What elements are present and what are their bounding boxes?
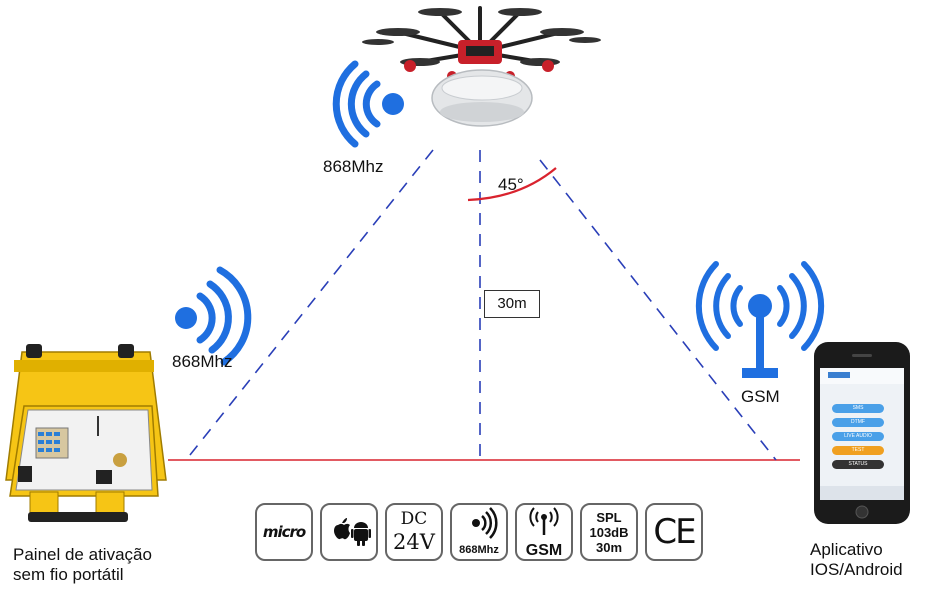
cone-left-line (185, 149, 434, 461)
spl-badge: SPL 103dB 30m (580, 503, 638, 561)
ios-android-badge (320, 503, 378, 561)
phone-button-test[interactable]: TEST (832, 446, 884, 455)
phone-screen: SMS DTMF LIVE AUDIO TEST STATUS (822, 392, 906, 486)
freq-badge-text: 868Mhz (459, 544, 499, 556)
phone-button-live-audio[interactable]: LIVE AUDIO (832, 432, 884, 441)
apple-android-icon (334, 518, 371, 546)
dc-badge: DC 24V (385, 503, 443, 561)
spl-badge-line-2: 103dB (589, 525, 629, 540)
drone-frequency-label: 868Mhz (323, 157, 384, 176)
drone-illustration (362, 6, 601, 127)
ce-badge: CE (645, 503, 703, 561)
phone-button-dtmf[interactable]: DTMF (832, 418, 884, 427)
panel-caption: Painel de ativação sem fio portátil (13, 545, 152, 585)
cone-right-line (539, 159, 777, 461)
angle-arc (467, 167, 557, 202)
app-caption-line-2: IOS/Android (810, 560, 903, 579)
microsd-badge: micro SD (255, 503, 313, 561)
gsm-badge: GSM (515, 503, 573, 561)
dc-badge-bottom: 24V (393, 530, 435, 554)
gsm-antenna-icon (695, 261, 825, 378)
panel-signal-icon (175, 266, 252, 366)
drone-signal-icon (332, 60, 404, 148)
ce-mark-icon: CE (653, 512, 696, 552)
panel-frequency-label: 868Mhz (172, 352, 233, 371)
wireless-icon (472, 507, 498, 539)
dc-badge-top: DC (400, 509, 428, 529)
height-label: 30m (484, 290, 540, 318)
phone-button-sms[interactable]: SMS (832, 404, 884, 413)
phone-button-status[interactable]: STATUS (832, 460, 884, 469)
gsm-badge-text: GSM (525, 542, 563, 559)
app-caption-line-1: Aplicativo (810, 540, 883, 559)
gsm-label: GSM (741, 387, 780, 406)
spl-badge-line-3: 30m (595, 540, 623, 555)
panel-caption-line-2: sem fio portátil (13, 565, 124, 584)
activation-panel-illustration (5, 344, 167, 522)
angle-label: 45° (498, 175, 524, 194)
microsd-icon: micro SD (262, 523, 306, 541)
antenna-icon (529, 507, 559, 535)
freq-badge: 868Mhz (450, 503, 508, 561)
app-caption: Aplicativo IOS/Android (810, 540, 903, 580)
panel-caption-line-1: Painel de ativação (13, 545, 152, 564)
spl-badge-line-1: SPL (596, 510, 622, 525)
